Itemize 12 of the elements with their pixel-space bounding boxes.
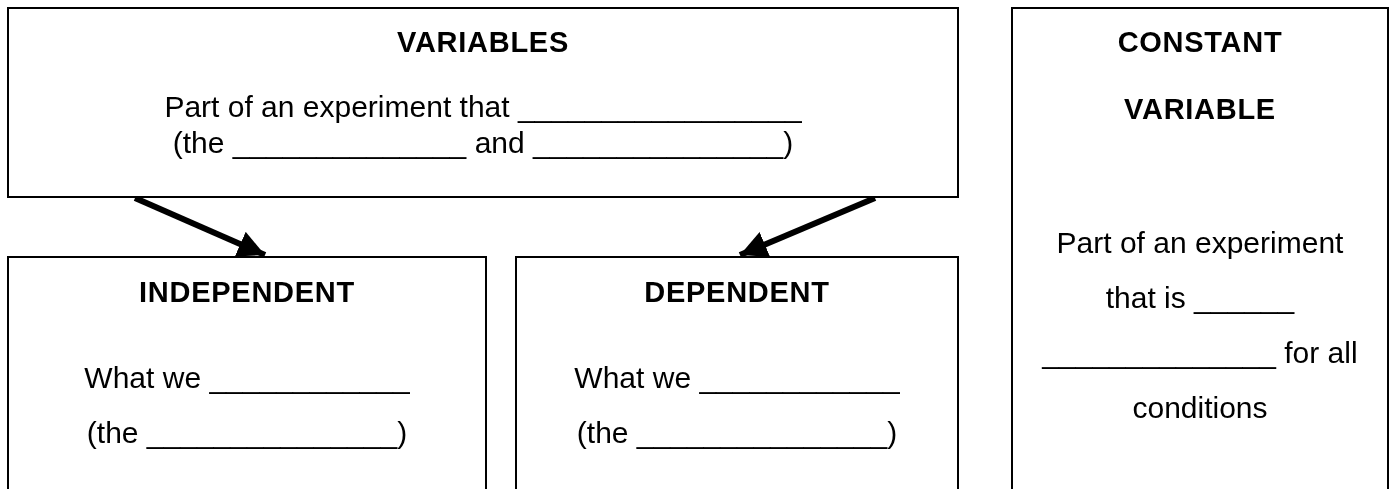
text-box <box>7 256 487 489</box>
heading: DEPENDENT <box>644 275 830 310</box>
fill-in-sentence: Part of an experiment that _________________ (the ______________ and _______________) <box>163 89 803 161</box>
heading: INDEPENDENT <box>139 275 355 310</box>
text-box <box>1011 7 1389 489</box>
heading: CONSTANT VARIABLE <box>1116 25 1284 127</box>
fill-in-sentence: What we ____________ (the _______________) <box>83 360 411 451</box>
text-box <box>515 256 959 489</box>
text-box <box>7 7 959 198</box>
heading: VARIABLES <box>397 25 569 59</box>
fill-in-sentence: Part of an experiment that is ______ ______________ for all conditions <box>1040 225 1359 426</box>
fill-in-sentence: What we ____________ (the _______________) <box>573 360 901 451</box>
